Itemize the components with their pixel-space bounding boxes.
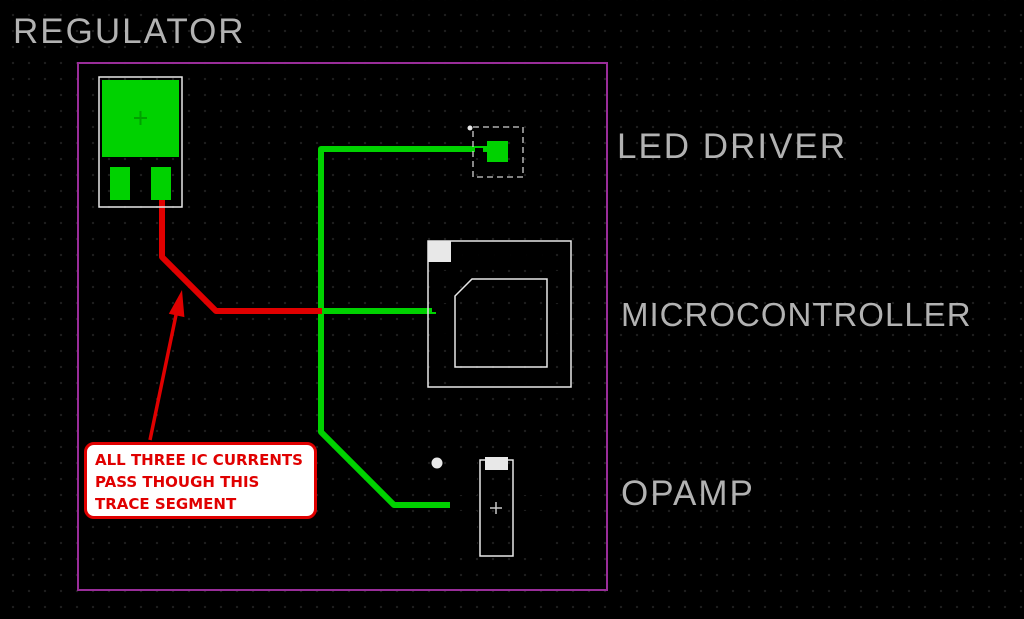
callout-box: ALL THREE IC CURRENTS PASS THOUGH THIS T… xyxy=(84,442,317,519)
regulator-silkscreen-outline xyxy=(98,76,183,208)
label-microcontroller: MICROCONTROLLER xyxy=(621,296,972,333)
label-regulator: REGULATOR xyxy=(13,12,246,51)
led-driver-courtyard xyxy=(472,126,524,178)
microcontroller-outline xyxy=(427,240,572,388)
opamp-notch-marker xyxy=(485,457,508,470)
led-driver-pads xyxy=(475,130,520,173)
regulator-pad-1 xyxy=(110,167,130,200)
callout-arrow xyxy=(148,290,185,441)
opamp-footprint xyxy=(431,457,543,558)
microcontroller-pin1-marker xyxy=(428,241,451,262)
label-led-driver: LED DRIVER xyxy=(617,127,848,166)
opamp-origin-cross xyxy=(490,502,502,514)
trace-green-to-led-driver xyxy=(318,146,489,314)
callout-line-2: PASS THOUGH THIS xyxy=(95,473,260,491)
led-driver-pin1-marker xyxy=(467,125,473,131)
board-outline xyxy=(77,62,608,591)
regulator-origin-cross xyxy=(134,111,147,125)
label-opamp: OPAMP xyxy=(621,474,755,513)
callout-line-1: ALL THREE IC CURRENTS xyxy=(95,451,303,469)
net-traces xyxy=(159,146,489,508)
trace-red-regulator-segment xyxy=(159,200,322,314)
regulator-footprint xyxy=(98,76,183,208)
regulator-pad-2 xyxy=(151,167,171,200)
microcontroller-pads xyxy=(432,247,566,384)
opamp-pin1-marker xyxy=(431,457,443,469)
microcontroller-body-outline xyxy=(454,278,548,368)
microcontroller-footprint xyxy=(427,240,572,388)
trace-green-to-opamp xyxy=(318,311,458,508)
led-driver-footprint xyxy=(467,125,524,178)
callout-line-3: TRACE SEGMENT xyxy=(95,495,237,513)
